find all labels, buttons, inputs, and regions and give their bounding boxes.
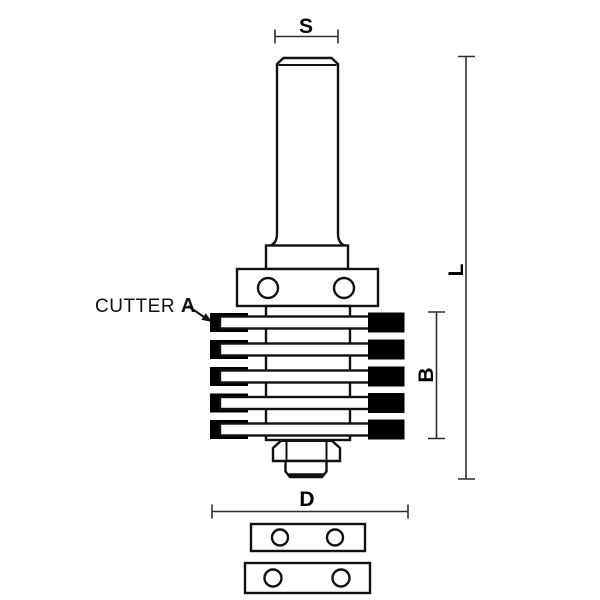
bottom-cutter-views <box>243 522 372 595</box>
cutter-row <box>210 366 405 387</box>
plate-hole-right <box>325 528 345 547</box>
dimension-l-label: L <box>445 263 468 276</box>
cutter-blade <box>218 395 374 411</box>
dimension-b-label: B <box>415 367 438 382</box>
dimension-d-label: D <box>299 488 314 511</box>
cutter-tip-right <box>368 419 405 440</box>
cutter-row <box>210 393 405 413</box>
cutter-arrow-line <box>187 305 205 318</box>
dimension-s: S <box>274 15 339 44</box>
cutter-tip-right <box>368 339 405 360</box>
cutter-callout-text: CUTTER A <box>95 295 196 317</box>
cutter-row <box>210 312 405 333</box>
dimension-l: L <box>445 55 475 480</box>
shank-outline <box>266 56 349 248</box>
arbor-step-block <box>264 244 350 271</box>
arbor-tip <box>284 459 328 479</box>
cutter-plate-top <box>249 522 367 553</box>
lock-nut <box>271 439 342 463</box>
arbor-group <box>235 244 380 308</box>
cutter-blade <box>218 342 374 357</box>
dimension-b: B <box>415 311 445 440</box>
cutter-label-group: CUTTER A <box>95 295 212 322</box>
shank-group <box>266 56 349 248</box>
cutter-arrow-head-icon <box>201 313 212 322</box>
cutter-plate-outline <box>249 522 367 553</box>
cutter-stack <box>210 304 405 442</box>
cutter-blade <box>218 369 374 384</box>
collar-pin-hole-right <box>332 276 356 300</box>
lock-nut-group <box>271 439 342 479</box>
dimension-s-label: S <box>299 15 313 38</box>
cutter-word: CUTTER <box>95 296 175 317</box>
collar-pin-hole-left <box>256 276 280 300</box>
cutter-blade <box>218 422 374 437</box>
plate-hole-left <box>270 528 290 547</box>
cutter-tip-right <box>368 366 405 387</box>
cutter-tip-right <box>368 393 405 413</box>
cutter-row <box>210 419 405 440</box>
cutter-plate-bottom <box>243 561 372 595</box>
plate-hole-right <box>331 568 351 588</box>
cutter-tip-right <box>368 312 405 333</box>
cutter-row <box>210 339 405 360</box>
cutter-blade <box>218 315 374 330</box>
plate-hole-left <box>263 568 283 588</box>
dimension-d: D <box>211 488 409 519</box>
